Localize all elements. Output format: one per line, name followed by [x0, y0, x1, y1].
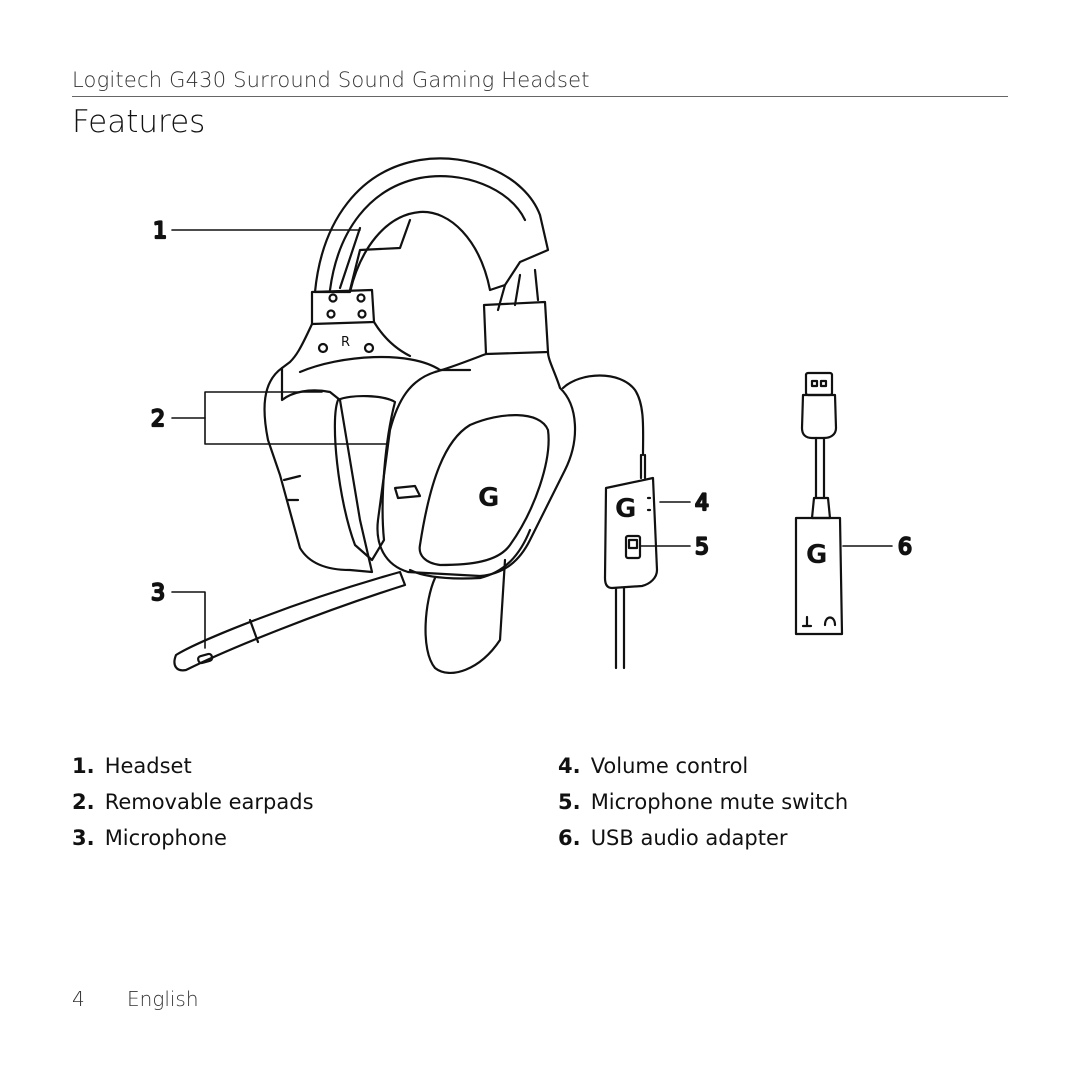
feature-number: 4.: [558, 754, 581, 778]
hinge: R: [280, 288, 412, 370]
page-footer: 4 English: [72, 987, 199, 1011]
section-title: Features: [72, 104, 206, 140]
feature-label: Removable earpads: [104, 790, 314, 814]
inline-remote: G: [603, 453, 659, 670]
feature-number: 3.: [72, 826, 95, 850]
feature-label: Microphone mute switch: [590, 790, 849, 814]
feature-number: 2.: [72, 790, 95, 814]
page-number: 4: [72, 987, 85, 1011]
feature-item-volume: 4. Volume control: [558, 748, 848, 784]
callout-5: 5: [695, 535, 709, 560]
feature-item-usb-adapter: 6. USB audio adapter: [558, 820, 848, 856]
feature-list-right: 4. Volume control 5. Microphone mute swi…: [558, 748, 848, 856]
usb-adapter: G: [794, 371, 844, 636]
front-earcup: G: [376, 300, 577, 580]
callout-6: 6: [898, 535, 912, 560]
callout-2: 2: [151, 407, 165, 432]
language-label: English: [127, 987, 199, 1011]
headband: [313, 157, 550, 312]
feature-item-earpads: 2. Removable earpads: [72, 784, 314, 820]
svg-text:G: G: [478, 483, 499, 513]
product-title: Logitech G430 Surround Sound Gaming Head…: [72, 68, 590, 92]
svg-text:G: G: [806, 540, 827, 570]
header-divider: [72, 96, 1008, 97]
feature-number: 5.: [558, 790, 581, 814]
earcup-side-marker: R: [341, 335, 350, 350]
feature-item-mute-switch: 5. Microphone mute switch: [558, 784, 848, 820]
feature-number: 1.: [72, 754, 95, 778]
callout-1: 1: [153, 219, 167, 244]
callout-lines: [171, 229, 893, 649]
cable: [424, 374, 645, 675]
feature-label: USB audio adapter: [590, 826, 788, 850]
headset-illustration: R G G: [150, 157, 913, 675]
svg-text:G: G: [615, 494, 636, 524]
feature-label: Volume control: [590, 754, 749, 778]
feature-number: 6.: [558, 826, 581, 850]
feature-list-left: 1. Headset 2. Removable earpads 3. Micro…: [72, 748, 314, 856]
back-earcup: [263, 355, 472, 574]
feature-item-headset: 1. Headset: [72, 748, 314, 784]
feature-label: Headset: [104, 754, 192, 778]
microphone-boom: [173, 570, 407, 672]
feature-item-microphone: 3. Microphone: [72, 820, 314, 856]
callout-4: 4: [695, 491, 709, 516]
feature-label: Microphone: [104, 826, 227, 850]
callout-3: 3: [151, 581, 165, 606]
